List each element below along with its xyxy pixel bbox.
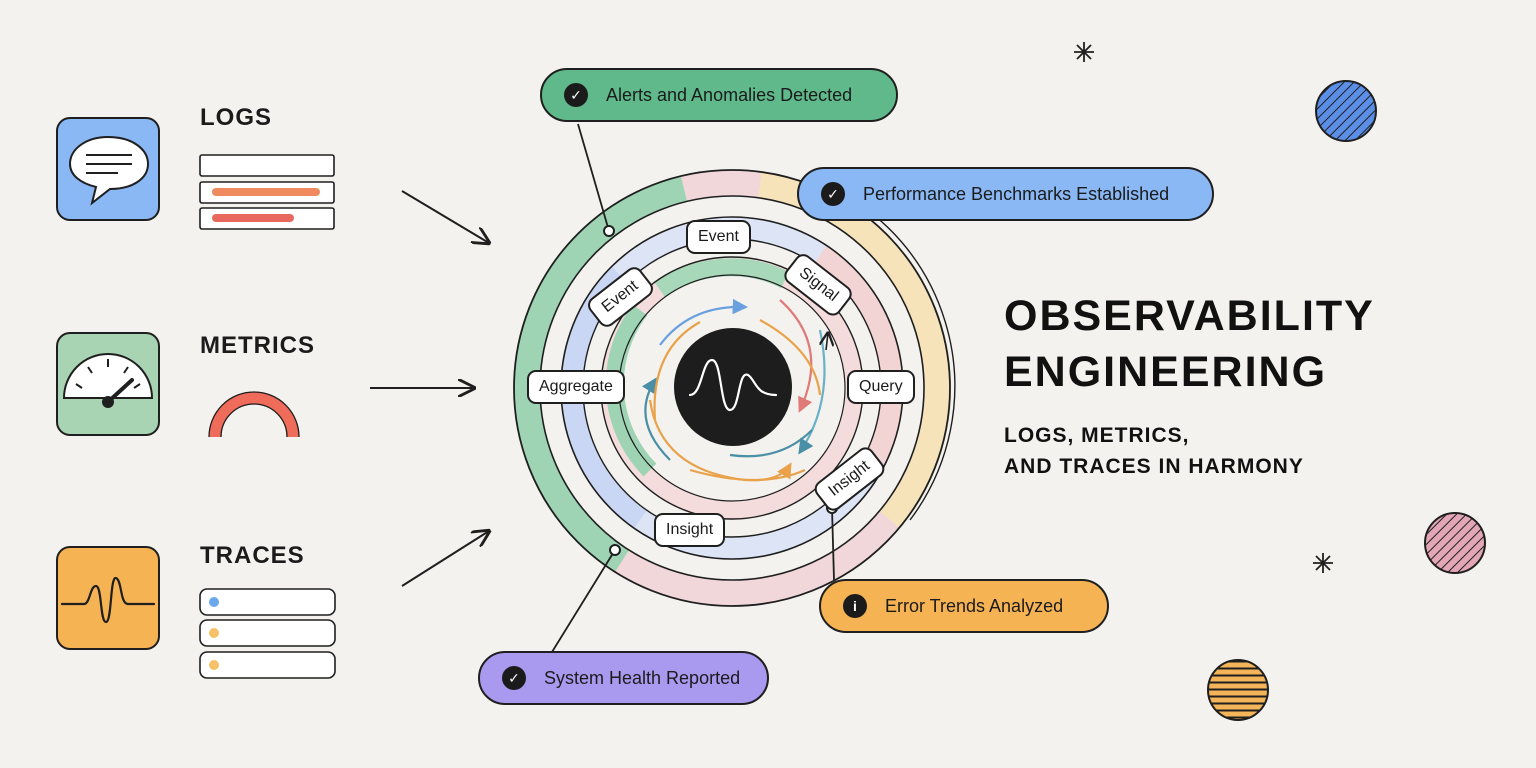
stage-label-query: Query xyxy=(847,370,915,404)
decor-circle-pink xyxy=(1424,512,1486,574)
logs-icon xyxy=(56,117,160,221)
page-title-line-1: OBSERVABILITY xyxy=(1004,292,1375,340)
source-title-logs: LOGS xyxy=(200,104,273,131)
info-icon: i xyxy=(843,594,867,618)
connector-dot-health xyxy=(609,544,621,556)
gauge-icon xyxy=(62,353,154,408)
outcome-health: ✓ System Health Reported xyxy=(478,651,769,705)
sparkle-icon xyxy=(1074,42,1094,62)
outcome-benchmarks: ✓ Performance Benchmarks Established xyxy=(797,167,1214,221)
outcome-benchmarks-label: Performance Benchmarks Established xyxy=(863,183,1170,204)
waveform-icon xyxy=(60,576,156,624)
checkmark-icon: ✓ xyxy=(821,182,845,206)
metrics-icon xyxy=(56,332,160,436)
page-subtitle-line-2: AND TRACES IN HARMONY xyxy=(1004,455,1304,478)
traces-flow-arrow xyxy=(401,531,489,587)
outcome-health-label: System Health Reported xyxy=(544,667,741,688)
page-subtitle-line-1: LOGS, METRICS, xyxy=(1004,424,1190,447)
sparkle-icon xyxy=(1313,553,1333,573)
outcome-connectors xyxy=(551,123,835,653)
stage-label-insight-bottom: Insight xyxy=(654,513,726,547)
page-title: OBSERVABILITY ENGINEERING xyxy=(1004,288,1484,400)
logs-line-items xyxy=(199,154,335,230)
stage-label-aggregate: Aggregate xyxy=(527,370,625,404)
page-subtitle: LOGS, METRICS, AND TRACES IN HARMONY xyxy=(1004,420,1484,482)
checkmark-icon: ✓ xyxy=(564,83,588,107)
outcome-alerts: ✓ Alerts and Anomalies Detected xyxy=(540,68,898,122)
outcome-errors: i Error Trends Analyzed xyxy=(819,579,1109,633)
core-signal-icon xyxy=(674,328,792,446)
query-arrow xyxy=(826,333,828,351)
logs-flow-arrow xyxy=(401,190,489,243)
checkmark-icon: ✓ xyxy=(502,666,526,690)
traces-span-list xyxy=(199,588,336,679)
metrics-arc xyxy=(208,391,300,438)
page-title-line-2: ENGINEERING xyxy=(1004,348,1328,396)
stage-label-event-top: Event xyxy=(686,220,751,254)
source-title-metrics: METRICS xyxy=(200,332,315,359)
outcome-errors-label: Error Trends Analyzed xyxy=(885,595,1064,616)
source-title-traces: TRACES xyxy=(200,542,305,569)
decor-circle-orange xyxy=(1207,659,1269,721)
cycle-swirl-arrows xyxy=(641,298,826,482)
traces-icon xyxy=(56,546,160,650)
outcome-alerts-label: Alerts and Anomalies Detected xyxy=(606,84,853,105)
speech-bubble-icon xyxy=(68,135,150,206)
connector-dot-alerts xyxy=(603,225,615,237)
decor-circle-blue xyxy=(1315,80,1377,142)
